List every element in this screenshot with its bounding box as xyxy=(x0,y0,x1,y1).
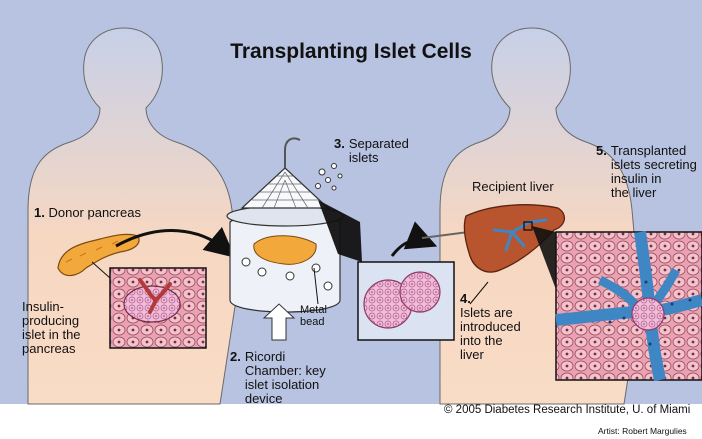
step-5-label: 5.Transplanted islets secreting insulin … xyxy=(596,144,697,200)
step-3-number: 3. xyxy=(334,136,345,151)
liver-detail-inset xyxy=(555,231,702,382)
liver xyxy=(463,204,565,273)
footer-band xyxy=(0,404,702,439)
step-2-text: Ricordi Chamber: key islet isolation dev… xyxy=(244,349,326,406)
step-5-number: 5. xyxy=(596,143,607,158)
metal-bead-label: Metal bead xyxy=(300,304,327,328)
artist-credit: Artist: Robert Margulies xyxy=(598,426,687,436)
separated-islet-dots xyxy=(315,163,343,191)
page-title: Transplanting Islet Cells xyxy=(230,40,472,63)
step-1-label: 1. Donor pancreas xyxy=(34,206,141,220)
step-2-number: 2. xyxy=(230,349,241,364)
step-5-text: Transplanted islets secreting insulin in… xyxy=(610,143,697,200)
recipient-liver-label: Recipient liver xyxy=(472,179,554,194)
step-2-label: 2.Ricordi Chamber: key islet isolation d… xyxy=(230,350,326,406)
step-4-label: 4.Islets are introduced into the liver xyxy=(460,292,521,362)
step-1-text: Donor pancreas xyxy=(48,205,141,220)
step-1-number: 1. xyxy=(34,205,45,220)
step-3-text: Separated islets xyxy=(348,136,409,165)
copyright-text: © 2005 Diabetes Research Institute, U. o… xyxy=(444,404,691,416)
islets-inset xyxy=(357,261,455,341)
ricordi-chamber xyxy=(226,137,344,341)
insulin-islet-label: Insulin- producing islet in the pancreas xyxy=(22,299,81,356)
pancreas-inset xyxy=(109,267,207,349)
step-3-label: 3.Separated islets xyxy=(334,137,409,165)
step-4-text: Islets are introduced into the liver xyxy=(460,305,521,362)
step-4-number: 4. xyxy=(460,291,471,306)
